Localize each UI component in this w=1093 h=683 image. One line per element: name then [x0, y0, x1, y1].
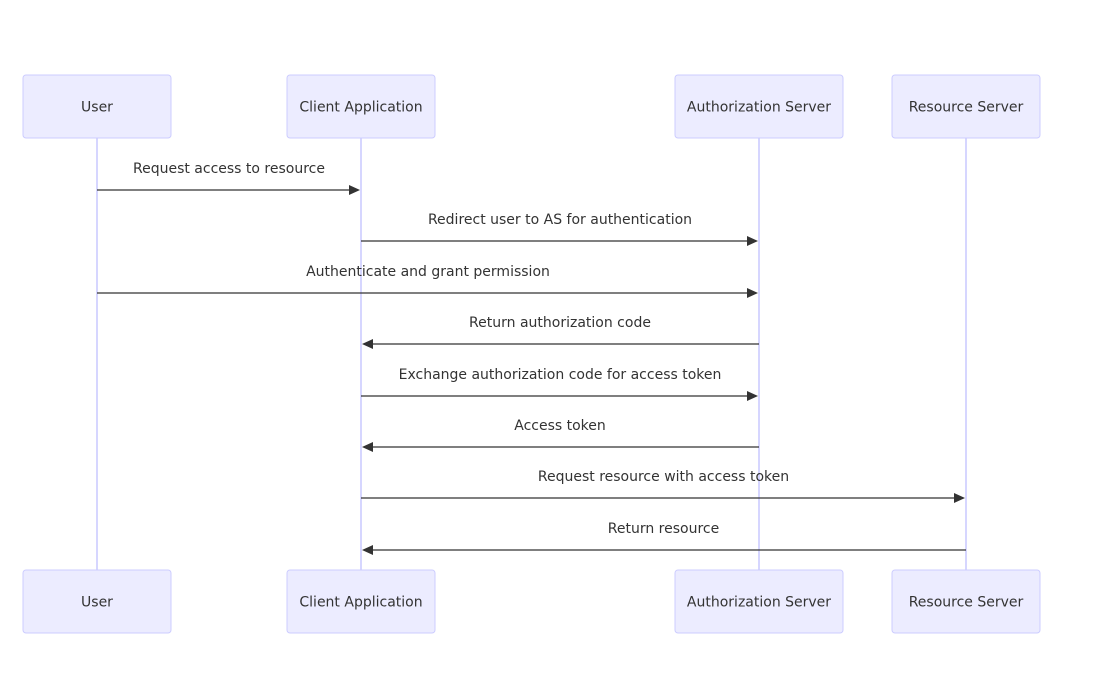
actor-label: Resource Server [909, 100, 1024, 116]
message-label: Request access to resource [133, 161, 325, 177]
message-8: Return resource [362, 521, 966, 555]
message-label: Return authorization code [469, 315, 651, 331]
actor-label: Authorization Server [687, 100, 831, 116]
arrowhead-icon [362, 339, 373, 349]
arrowhead-icon [362, 442, 373, 452]
arrowhead-icon [747, 236, 758, 246]
actor-box [286, 74, 436, 139]
message-6: Access token [362, 418, 759, 452]
actor-label: Client Application [299, 595, 422, 611]
message-3: Authenticate and grant permission [97, 264, 758, 298]
actor-label: User [81, 100, 113, 116]
actor-as-top: Authorization Server [674, 74, 844, 139]
actor-box [286, 569, 436, 634]
lifelines [96, 138, 967, 570]
actor-rs-top: Resource Server [891, 74, 1041, 139]
message-1: Request access to resource [97, 161, 360, 195]
actor-box [22, 74, 172, 139]
arrowhead-icon [747, 288, 758, 298]
actor-label: Client Application [299, 100, 422, 116]
arrowhead-icon [954, 493, 965, 503]
actor-box [891, 569, 1041, 634]
actors-bottom: User Client Application Authorization Serv… [22, 569, 1041, 634]
actor-box [891, 74, 1041, 139]
actor-as-bottom: Authorization Server [674, 569, 844, 634]
message-label: Authenticate and grant permission [306, 264, 550, 280]
actor-label: User [81, 595, 113, 611]
actor-box [674, 569, 844, 634]
arrowhead-icon [349, 185, 360, 195]
actors-top: User Client Application Authorization Serv… [22, 74, 1041, 139]
actor-label: Authorization Server [687, 595, 831, 611]
arrowhead-icon [362, 545, 373, 555]
actor-box [22, 569, 172, 634]
actor-box [674, 74, 844, 139]
message-label: Redirect user to AS for authentication [428, 212, 692, 228]
actor-user-top: User [22, 74, 172, 139]
actor-user-bottom: User [22, 569, 172, 634]
actor-client-top: Client Application [286, 74, 436, 139]
message-label: Exchange authorization code for access t… [399, 367, 722, 383]
message-4: Return authorization code [362, 315, 759, 349]
message-label: Request resource with access token [538, 469, 789, 485]
message-2: Redirect user to AS for authentication [361, 212, 758, 246]
message-label: Return resource [608, 521, 719, 537]
actor-label: Resource Server [909, 595, 1024, 611]
actor-client-bottom: Client Application [286, 569, 436, 634]
arrowhead-icon [747, 391, 758, 401]
message-7: Request resource with access token [361, 469, 965, 503]
message-5: Exchange authorization code for access t… [361, 367, 758, 401]
actor-rs-bottom: Resource Server [891, 569, 1041, 634]
message-label: Access token [514, 418, 606, 434]
